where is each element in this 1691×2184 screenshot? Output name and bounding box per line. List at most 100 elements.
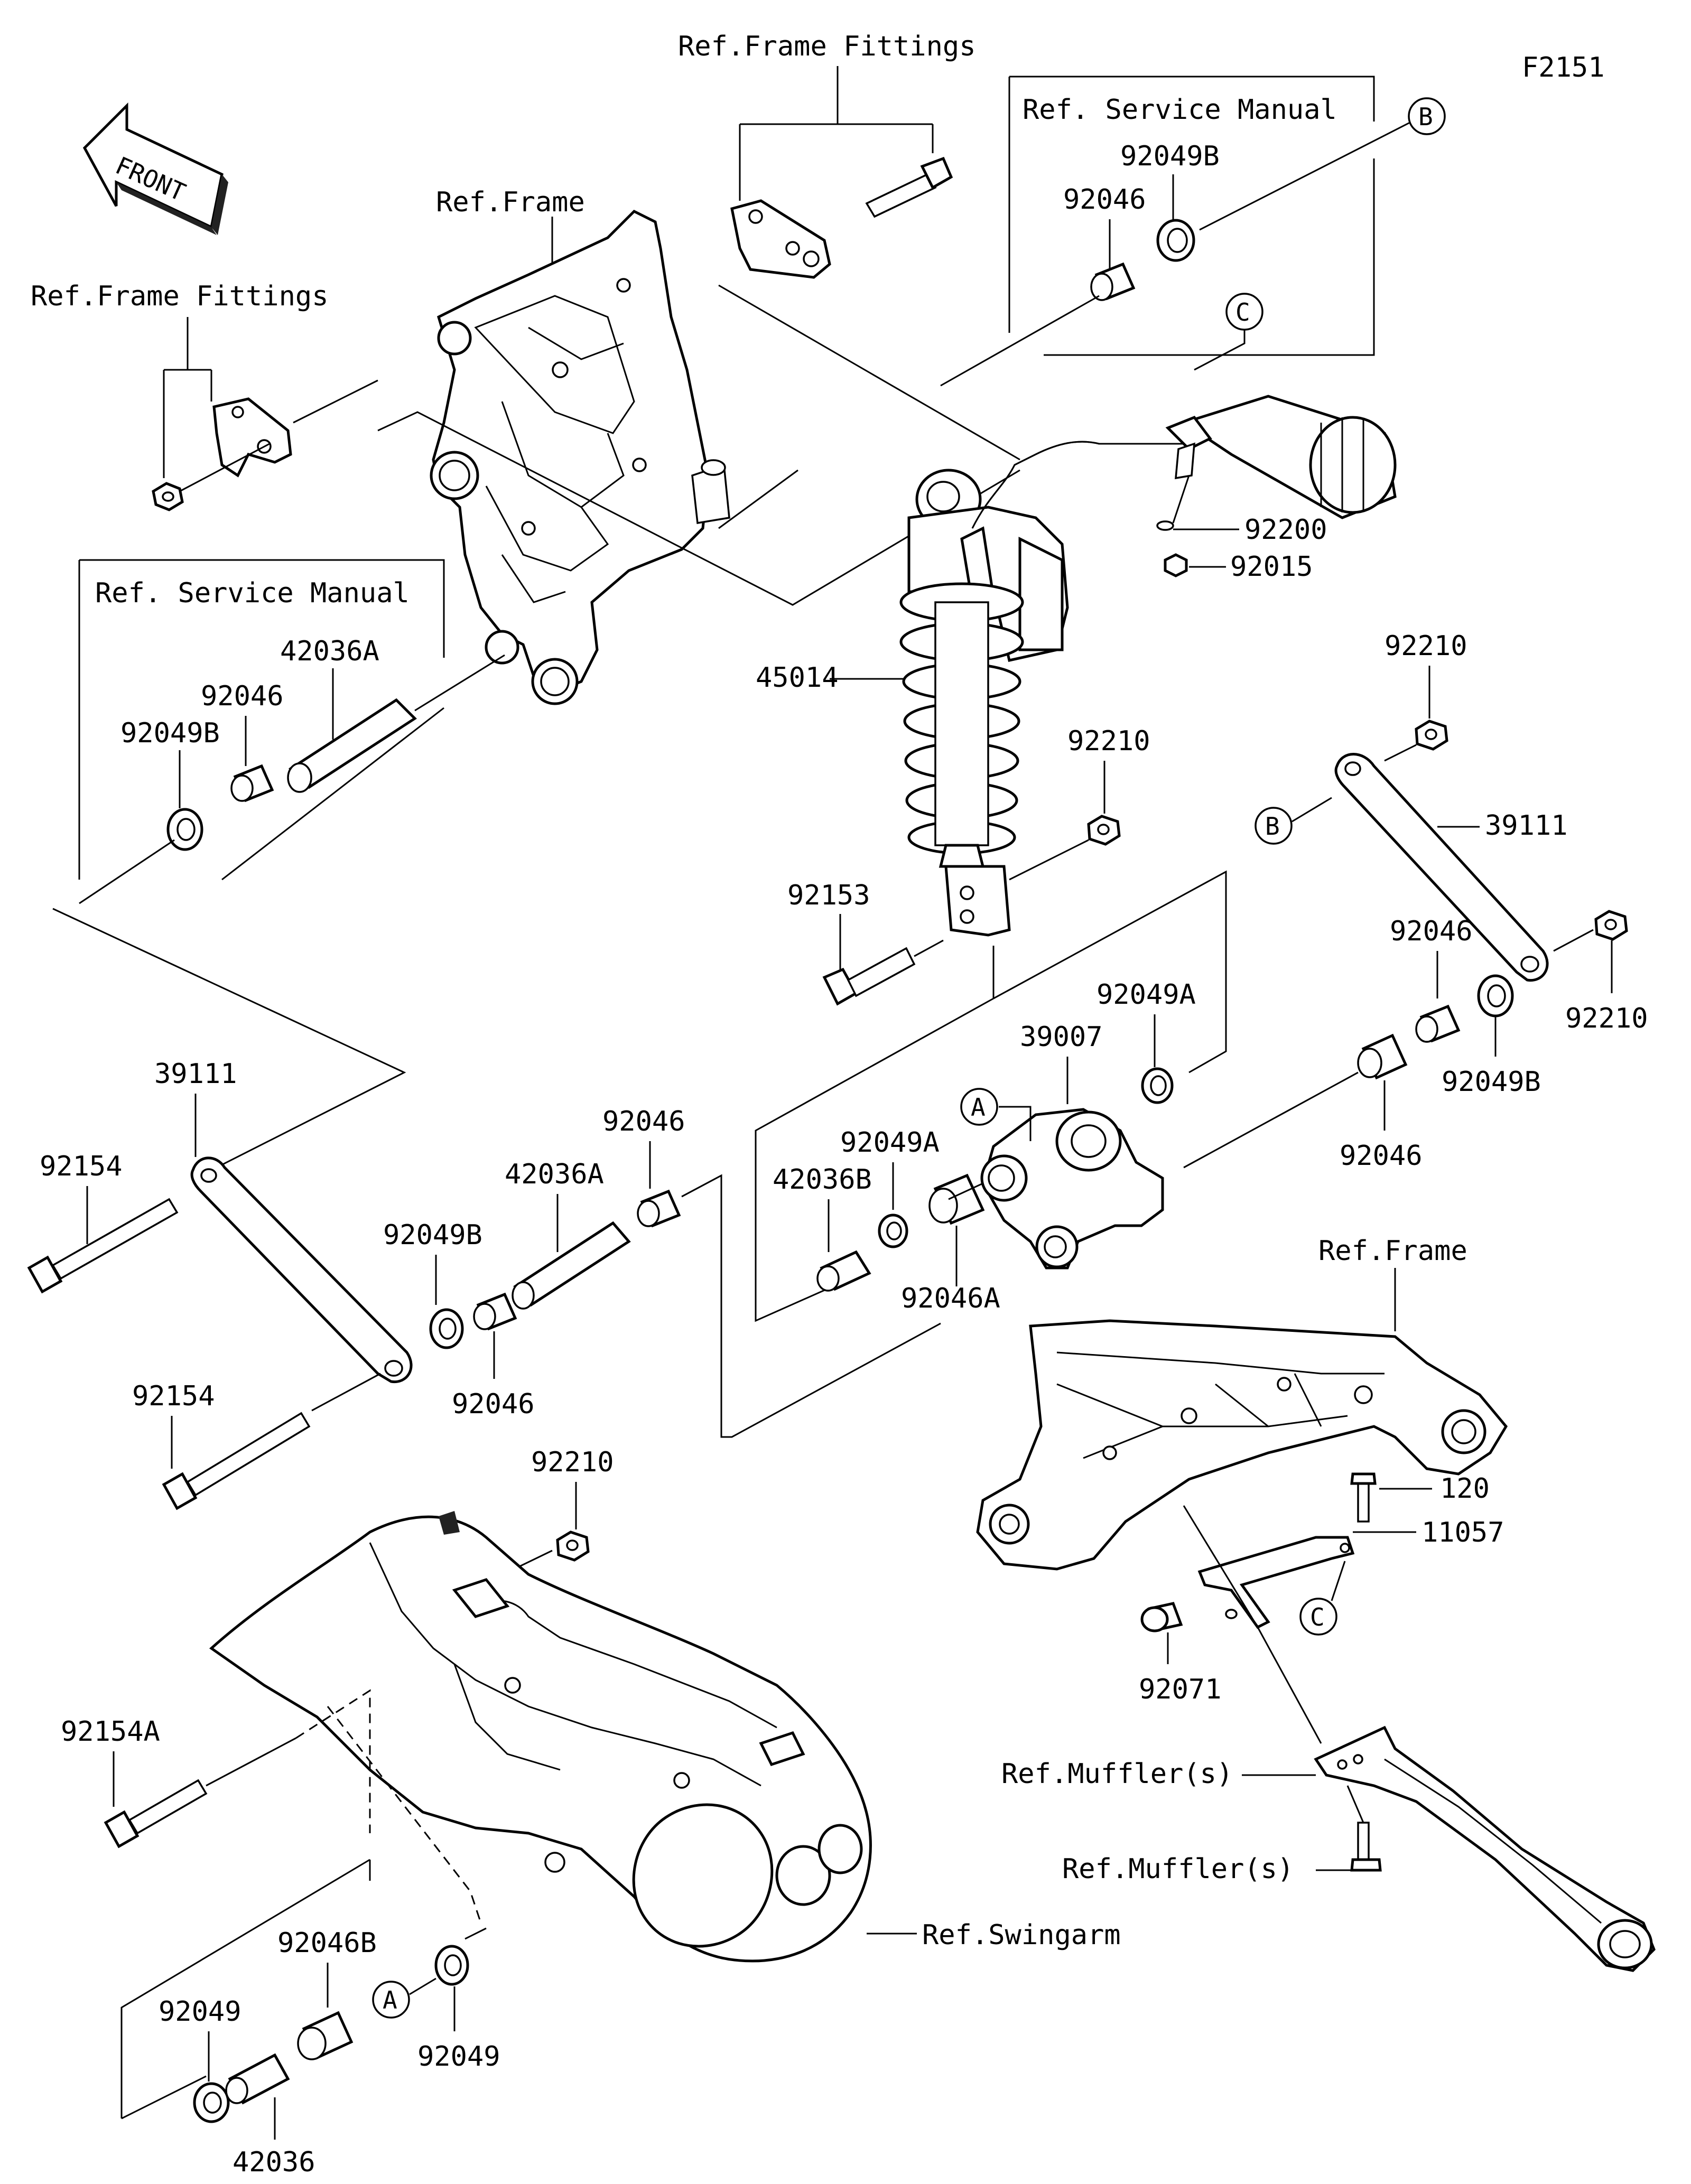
leader-a-mid <box>999 1106 1032 1141</box>
label-92210-right: 92210 <box>1565 1003 1648 1034</box>
label-120: 120 <box>1440 1473 1490 1505</box>
ref-service-manual-top: Ref. Service Manual <box>1023 94 1337 126</box>
leader-nut-right <box>1553 929 1594 952</box>
bracket-mid-collars <box>681 1174 941 1438</box>
reservoir <box>1165 395 1397 519</box>
svg-text:B: B <box>1265 812 1280 841</box>
leader-a-bottom <box>409 1977 436 1995</box>
nut-92015 <box>1164 553 1188 577</box>
callout-b-right: B <box>1255 807 1293 845</box>
link-39111-right <box>1334 753 1549 982</box>
label-92049-right: 92049 <box>417 2041 500 2073</box>
bracket-bottom-collars <box>120 1859 371 2120</box>
dashed-pivot-lines <box>295 1689 482 1924</box>
clip-92200 <box>1156 520 1174 531</box>
link-39111-left <box>190 1156 413 1384</box>
callout-b-top: B <box>1408 97 1446 135</box>
bracket-11057 <box>1197 1536 1355 1629</box>
svg-text:A: A <box>383 1986 397 2014</box>
label-92154-b: 92154 <box>132 1380 215 1412</box>
bearing-92046-right2 <box>1357 1033 1408 1080</box>
leader-bearing-92046A-link <box>948 1182 983 1200</box>
ref-muffler-2: Ref.Muffler(s) <box>1062 1853 1294 1885</box>
callout-a-mid: A <box>960 1088 998 1126</box>
label-92049B-right: 92049B <box>1442 1066 1541 1098</box>
seal-92049B-top <box>1156 219 1195 262</box>
leader-b-top <box>1199 122 1410 231</box>
bearing-92046-right <box>1415 1004 1461 1043</box>
bolt-92154-a <box>27 1198 179 1294</box>
service-manual-box-left <box>78 559 445 881</box>
bolt-120 <box>1350 1472 1377 1523</box>
seal-92049B-mid <box>429 1308 464 1349</box>
label-92046A: 92046A <box>901 1283 1000 1314</box>
bearing-92046-mid-top <box>637 1189 681 1228</box>
washer-near-92071 <box>1225 1609 1238 1619</box>
collar-42036A-left <box>287 698 417 793</box>
leader-frame-shock-mount <box>718 469 798 529</box>
label-42036: 42036 <box>233 2146 315 2178</box>
seal-92049B-right <box>1477 974 1514 1018</box>
label-92049B-mid: 92049B <box>383 1219 482 1251</box>
leader-c-right <box>1331 1561 1346 1601</box>
svg-text:B: B <box>1418 102 1433 131</box>
leader-fittings-to-shock <box>718 284 1020 461</box>
ref-service-manual-left: Ref. Service Manual <box>95 577 410 609</box>
front-arrow-icon: FRONT <box>82 102 228 235</box>
label-92210-right-top: 92210 <box>1385 630 1467 662</box>
bolt-top <box>865 156 953 218</box>
leader-fitting-left-nut <box>179 379 378 492</box>
leader-92200 <box>1172 475 1239 530</box>
bolt-92154-b <box>162 1412 311 1510</box>
frame-lower-right <box>976 1319 1508 1571</box>
service-manual-box-top <box>1008 76 1375 356</box>
label-11057: 11057 <box>1421 1517 1504 1548</box>
label-92049A-top: 92049A <box>1097 979 1196 1011</box>
label-42036A-left: 42036A <box>280 636 379 667</box>
nut-92210-center <box>1087 815 1121 846</box>
callout-c-right: C <box>1299 1598 1337 1636</box>
leader-bearing-top <box>940 295 1100 387</box>
shock-absorber-45014 <box>899 441 1184 937</box>
leader-frame-to-shock <box>377 411 1020 606</box>
seal-92049-right <box>434 1945 469 1986</box>
ref-frame-right: Ref.Frame <box>1318 1235 1467 1267</box>
label-92210-bottom: 92210 <box>531 1446 614 1478</box>
label-92046B: 92046B <box>277 1927 377 1959</box>
svg-text:C: C <box>1310 1603 1325 1631</box>
label-92046-right: 92046 <box>1390 916 1473 947</box>
bolt-92154A <box>104 1779 208 1849</box>
leader-frame-to-muffler <box>1183 1505 1322 1744</box>
label-92015: 92015 <box>1230 551 1313 583</box>
label-92154A: 92154A <box>61 1716 160 1748</box>
muffler-bracket <box>1314 1725 1656 1972</box>
label-92153: 92153 <box>787 880 870 911</box>
bracket-bottom-right <box>464 1927 487 1940</box>
leader-nut-to-shock <box>1009 839 1089 881</box>
nut-92210-right <box>1594 910 1628 941</box>
label-92049B-top: 92049B <box>1120 141 1220 172</box>
label-92049B-left: 92049B <box>120 717 220 749</box>
ref-frame-top: Ref.Frame <box>436 186 585 218</box>
bearing-92046-mid <box>473 1292 517 1331</box>
ref-swingarm: Ref.Swingarm <box>922 1919 1121 1951</box>
svg-text:A: A <box>971 1093 986 1122</box>
leader-frame-fittings-left <box>163 317 212 478</box>
frame-upper <box>430 209 730 705</box>
leader-c-top <box>1194 330 1246 371</box>
label-92210-center: 92210 <box>1067 725 1150 757</box>
label-92200: 92200 <box>1244 514 1327 546</box>
frame-fitting-bracket-top <box>730 199 831 279</box>
label-92046-left: 92046 <box>201 680 284 712</box>
label-92046-mid: 92046 <box>452 1388 535 1420</box>
seal-92049-left <box>193 2082 230 2123</box>
leader-bolt-92154A <box>206 1737 296 1787</box>
leader-bolt-muffler <box>1346 1785 1364 1823</box>
ref-muffler-1: Ref.Muffler(s) <box>1001 1758 1233 1790</box>
ref-frame-fittings-top: Ref.Frame Fittings <box>678 31 976 62</box>
collar-42036A-mid <box>512 1221 631 1310</box>
label-42036B: 42036B <box>773 1164 872 1196</box>
leader-collar-to-frame <box>414 654 505 712</box>
rocker-arm-39007 <box>980 1108 1164 1270</box>
